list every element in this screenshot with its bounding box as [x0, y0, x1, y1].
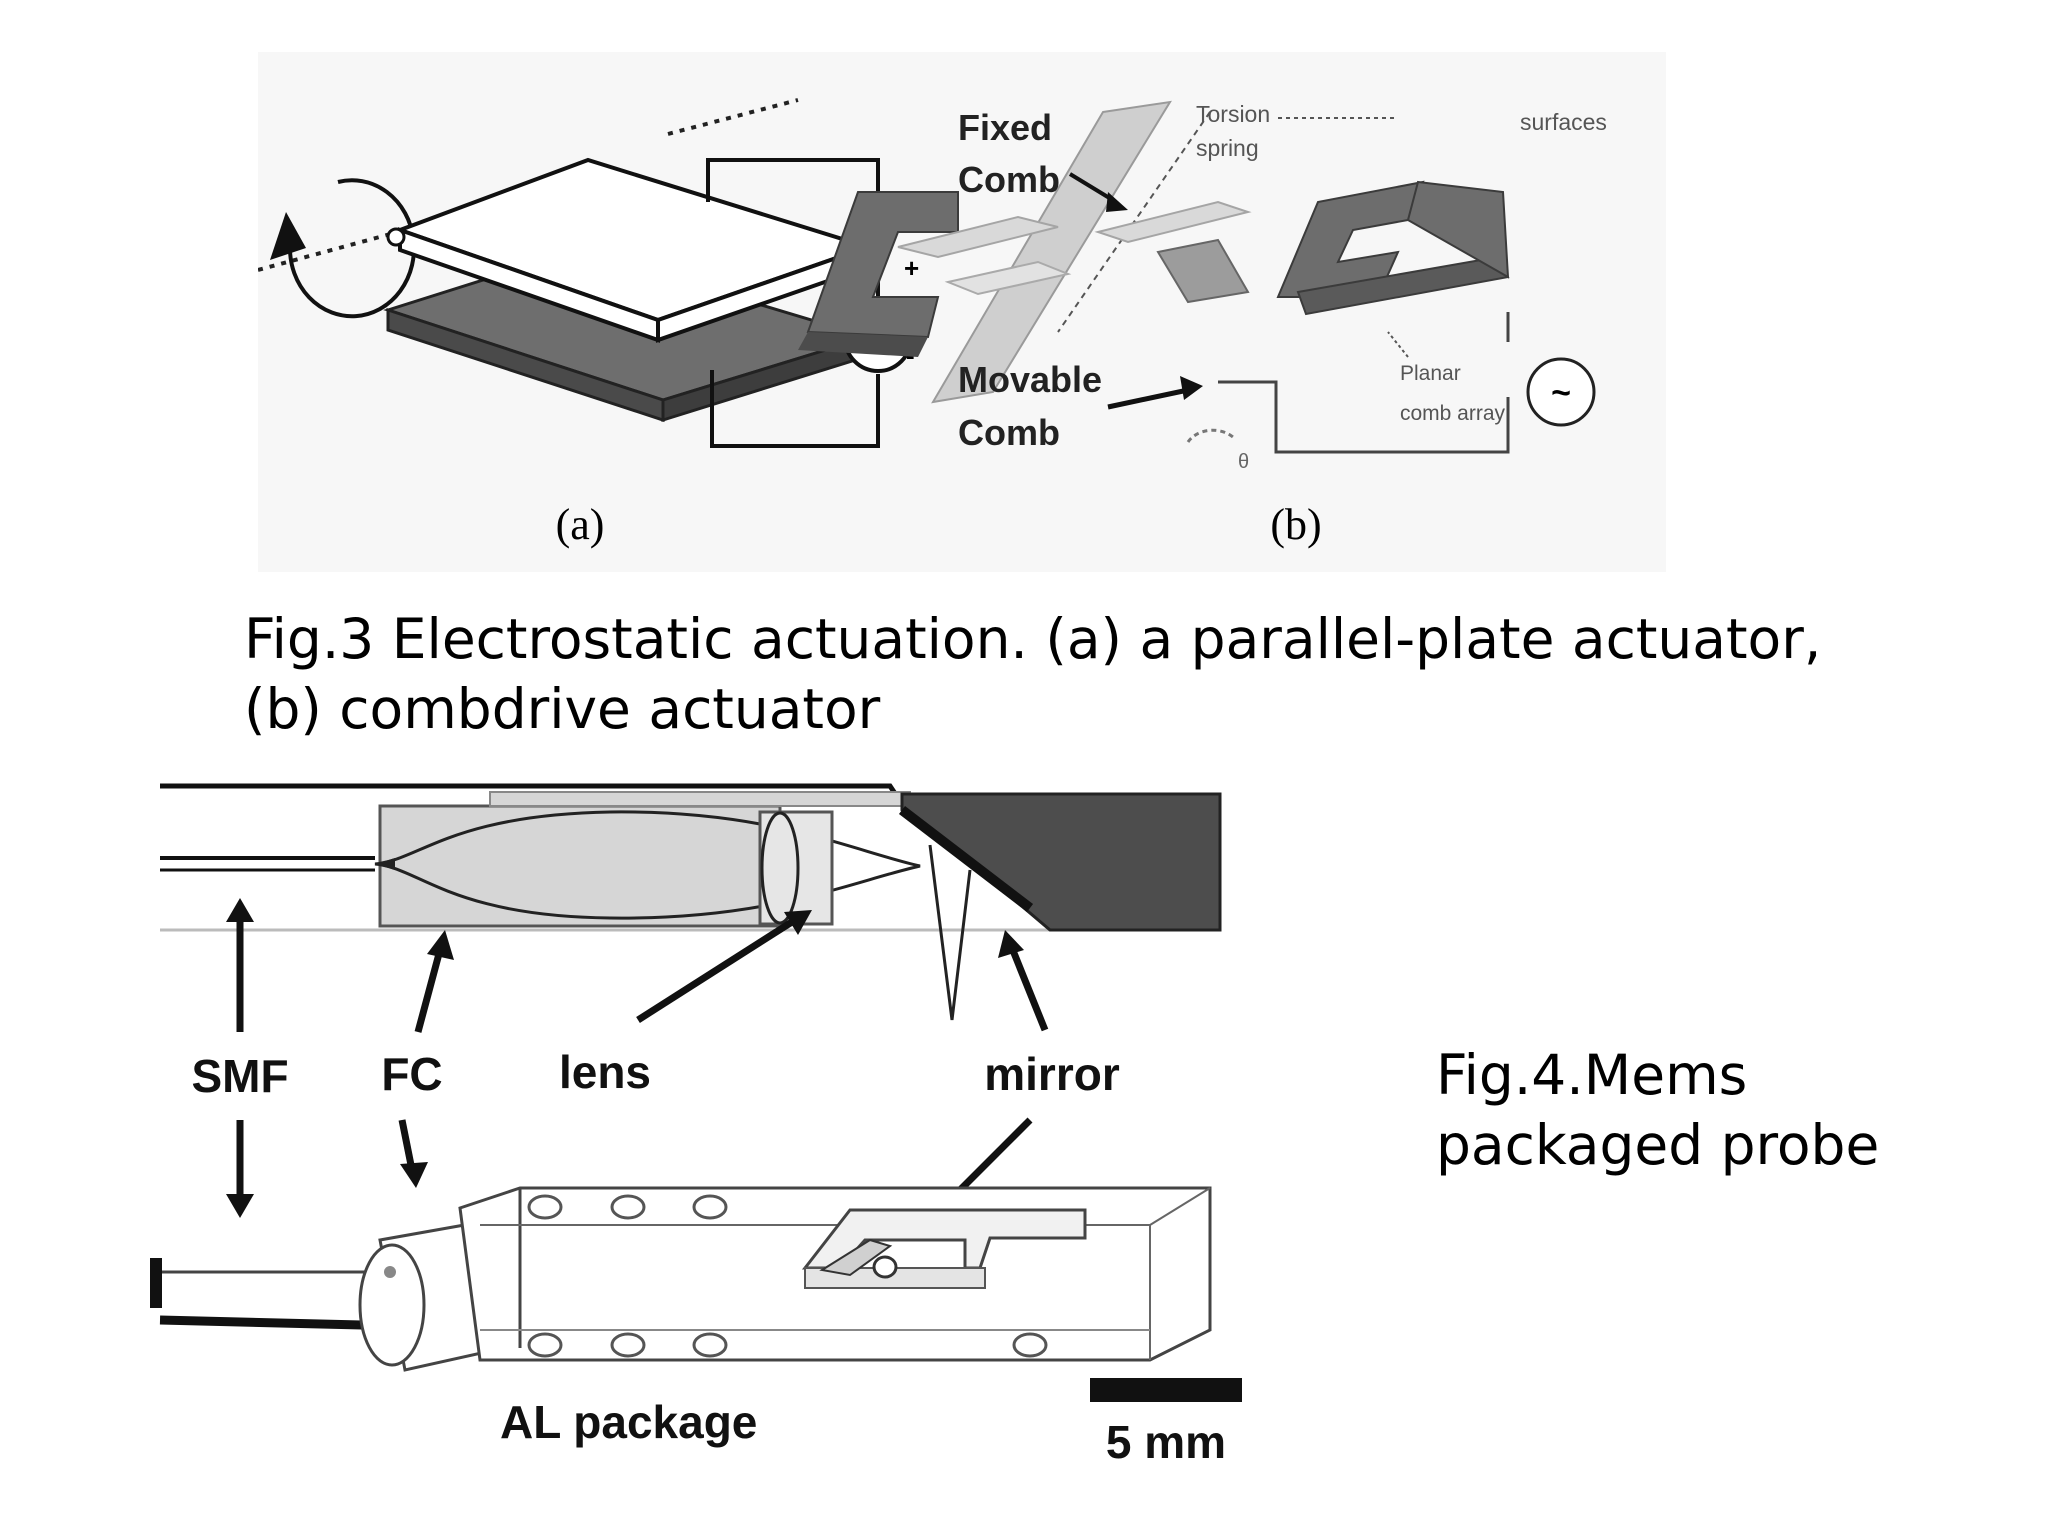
hinge-point [386, 227, 406, 247]
package-fiber-jacket [159, 1315, 401, 1331]
fig3-figure: + - (a) ~ [257, 52, 1666, 572]
scale-bar-label: 5 mm [1106, 1416, 1226, 1468]
mirror-plate [898, 806, 1034, 912]
planar-comb-pointer [1387, 331, 1409, 358]
fig4-caption-line2: packaged probe [1436, 1113, 1880, 1177]
lens-element [760, 811, 800, 925]
rotation-arrow [287, 178, 416, 319]
smf-label: SMF [191, 1050, 288, 1102]
movable-finger-2 [1094, 200, 1252, 244]
fc-arrow-up-head [427, 930, 454, 960]
fc-cylinder-face [358, 1243, 426, 1367]
fc-arrow-down [398, 1119, 416, 1171]
ferrule-body [378, 804, 782, 928]
planar-comb-array-label-line1: Planar [1400, 362, 1461, 385]
fig3b-sublabel: (b) [1270, 500, 1321, 549]
package-hole [692, 1332, 728, 1358]
package-hole [610, 1332, 646, 1358]
scale-bar [1090, 1378, 1242, 1402]
package-hole [527, 1332, 563, 1358]
movable-comb-tooth [1156, 238, 1250, 304]
package-fiber-end [150, 1258, 162, 1308]
rotation-axis-left [257, 230, 399, 272]
fig3a-sublabel: (a) [556, 500, 605, 549]
planar-comb-array-label-line2: comb array [1400, 402, 1506, 425]
movable-comb-pointer-head [1180, 376, 1203, 400]
mirror-arrow-up-head [998, 930, 1024, 958]
fig3-caption-line1: Fig.3 Electrostatic actuation. (a) a par… [244, 607, 1822, 671]
rotation-axis-right [667, 98, 799, 136]
surfaces-label: surfaces [1520, 109, 1607, 135]
fixed-comb-left [806, 191, 959, 339]
fc-arrow-down-head [400, 1162, 428, 1188]
light-beam-profile [374, 810, 921, 920]
wire-bottom [710, 370, 880, 448]
probe-labels: SMF FC lens mirror [191, 898, 1120, 1234]
fig4-figure: SMF FC lens mirror [150, 770, 1260, 1470]
theta-symbol: θ [1238, 451, 1249, 473]
fig3-caption-line2: (b) combdrive actuator [244, 677, 881, 741]
lens-housing [758, 810, 834, 926]
smf-arrow-down-head [226, 1194, 254, 1218]
mirror-housing-block [900, 792, 1222, 932]
fig3-caption: Fig.3 Electrostatic actuation. (a) a par… [244, 604, 1821, 744]
package-hole [610, 1194, 646, 1220]
torsion-spring-label-line2: spring [1196, 135, 1259, 161]
probe-cross-section [160, 783, 1222, 1021]
fiber-tip [375, 858, 395, 870]
comb-circuit-wire [1218, 380, 1510, 454]
al-package-label: AL package [500, 1396, 757, 1448]
plus-terminal-label: + [904, 253, 919, 283]
rotation-arrow-head [270, 212, 306, 260]
mirror-label: mirror [984, 1048, 1120, 1100]
mirror-arrow-up [1008, 946, 1049, 1032]
ferrule-top-strip [489, 791, 911, 807]
movable-finger-3 [944, 260, 1072, 296]
fixed-comb-label-line1: Fixed [958, 107, 1052, 148]
package-hole [692, 1194, 728, 1220]
ac-source-symbol: ~ [1551, 374, 1571, 412]
fixed-comb-left-edge [798, 332, 928, 357]
package-hole [1012, 1332, 1048, 1358]
movable-comb-label-line2: Comb [958, 412, 1060, 453]
reflected-beam [928, 844, 972, 1021]
fixed-comb-right-back [1406, 180, 1510, 279]
fc-arrow-up [414, 949, 444, 1033]
fig3b-combdrive-diagram: ~ Fixed Comb Movable Comb Torsion spring… [798, 100, 1607, 549]
fig4-caption: Fig.4.Mems packaged probe [1436, 1040, 1879, 1180]
fixed-comb-label-line2: Comb [958, 159, 1060, 200]
movable-comb-label-line1: Movable [958, 359, 1102, 400]
fig4-caption-line1: Fig.4.Mems [1436, 1043, 1748, 1107]
fc-fiber-core [384, 1266, 396, 1278]
mems-mirror-surface [872, 1255, 898, 1279]
fc-label: FC [381, 1048, 442, 1100]
torsion-spring-beam [931, 100, 1172, 404]
lens-label: lens [559, 1046, 651, 1098]
fixed-comb-pointer-head [1106, 192, 1128, 212]
movable-finger-1 [897, 215, 1059, 259]
lens-arrow [636, 917, 797, 1023]
ac-source-icon [1526, 357, 1596, 427]
package-hole [527, 1194, 563, 1220]
torsion-spring-label-line1: Torsion [1196, 101, 1270, 127]
movable-comb-pointer [1107, 387, 1189, 410]
tube-right-top [1149, 1187, 1211, 1226]
lens-arrow-head [784, 910, 812, 935]
smf-arrow-up-head [226, 898, 254, 922]
al-package-3d: AL package 5 mm [150, 1186, 1242, 1468]
mems-mirror-chip [819, 1238, 893, 1277]
